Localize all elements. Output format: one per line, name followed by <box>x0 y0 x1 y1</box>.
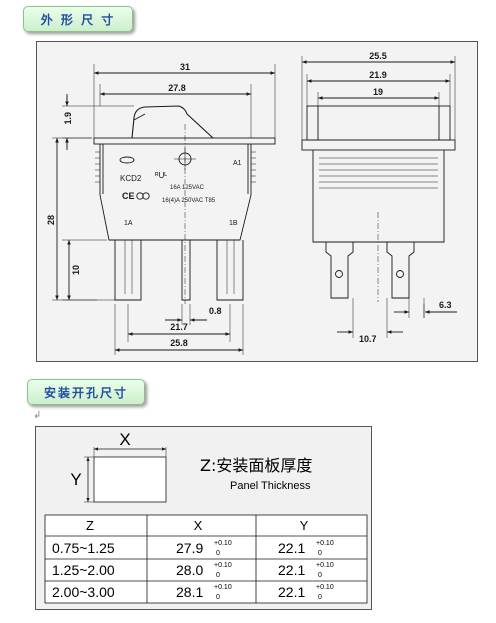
dim-height: 28 <box>46 215 56 225</box>
label-ce: CE <box>122 191 135 201</box>
dim-terminal-width: 6.3 <box>439 300 452 310</box>
label-rating-2: 16(4)A 250VAC T85 <box>162 198 216 204</box>
table-row: 0.75~1.25 27.9 +0.10 0 22.1 +0.10 0 <box>52 540 334 557</box>
section-header-dimensions-label: 外 形 尺 寸 <box>40 12 116 27</box>
table-cell-x-tol-up: +0.10 <box>214 540 232 547</box>
cutout-y-label: Y <box>70 470 81 489</box>
table-cell-x: 27.9 <box>176 540 203 556</box>
dim-outer-width: 25.5 <box>369 51 387 61</box>
cutout-panel: X Y Z:安装面板厚度 Panel Thickness Z X Y 0.75~… <box>35 426 372 610</box>
table-header-z: Z <box>86 518 94 533</box>
table-cell-x: 28.1 <box>176 584 203 600</box>
dim-terminal-length: 10 <box>71 265 81 275</box>
table-cell-x-tol-low: 0 <box>216 594 220 601</box>
section-header-dimensions: 外 形 尺 寸 <box>23 6 133 32</box>
table-row: 1.25~2.00 28.0 +0.10 0 22.1 +0.10 0 <box>52 562 334 579</box>
table-cell-y-tol-up: +0.10 <box>316 562 334 569</box>
table-cell-y-tol-low: 0 <box>318 572 322 579</box>
cutout-x-label: X <box>119 430 130 449</box>
dimension-drawing-panel: 31 27.8 1.9 28 10 0.8 21.7 25.8 A1 KCD2 … <box>36 41 478 362</box>
table-cell-x-tol-low: 0 <box>216 550 220 557</box>
table-cell-z: 1.25~2.00 <box>52 562 115 578</box>
table-cell-y-tol-up: +0.10 <box>316 584 334 591</box>
return-mark: ↲ <box>33 410 42 421</box>
table-cell-x-tol-up: +0.10 <box>214 562 232 569</box>
section-header-cutout-label: 安装开孔尺寸 <box>43 385 128 400</box>
table-cell-y-tol-low: 0 <box>318 550 322 557</box>
dim-terminal-thickness: 0.8 <box>209 306 222 316</box>
table-cell-z: 2.00~3.00 <box>52 584 115 600</box>
label-a1: A1 <box>233 160 242 167</box>
label-terminal-1b: 1B <box>229 220 238 227</box>
dim-base-width: 25.8 <box>170 338 188 348</box>
table-cell-y-tol-low: 0 <box>318 594 322 601</box>
table-header-x: X <box>194 518 203 533</box>
dim-terminal-spacing: 10.7 <box>359 334 377 344</box>
table-cell-z: 0.75~1.25 <box>52 540 115 556</box>
dim-mid-width: 21.9 <box>369 70 387 80</box>
dimension-drawing: 31 27.8 1.9 28 10 0.8 21.7 25.8 A1 KCD2 … <box>46 51 457 355</box>
table-cell-y: 22.1 <box>278 562 305 578</box>
table-cell-x: 28.0 <box>176 562 203 578</box>
table-cell-y: 22.1 <box>278 584 305 600</box>
table-cell-x-tol-low: 0 <box>216 572 220 579</box>
label-rating-1: 16A 125VAC <box>170 185 205 191</box>
table-row: 2.00~3.00 28.1 +0.10 0 22.1 +0.10 0 <box>52 584 334 601</box>
cutout-drawing: X Y Z:安装面板厚度 Panel Thickness Z X Y 0.75~… <box>44 430 368 604</box>
cutout-subtitle: Panel Thickness <box>230 480 311 492</box>
cutout-title: Z:安装面板厚度 <box>200 456 312 475</box>
label-model: KCD2 <box>120 174 142 183</box>
table-cell-x-tol-up: +0.10 <box>214 584 232 591</box>
dim-rocker-height: 1.9 <box>63 112 73 125</box>
dim-total-width: 31 <box>180 62 190 72</box>
table-header-y: Y <box>300 518 309 533</box>
label-terminal-1a: 1A <box>124 220 133 227</box>
dim-terminal-pitch: 21.7 <box>170 322 188 332</box>
dim-body-width: 27.8 <box>168 83 186 93</box>
table-cell-y-tol-up: +0.10 <box>316 540 334 547</box>
label-ul: ᴿUᴸ <box>155 171 167 180</box>
section-header-cutout: 安装开孔尺寸 <box>27 379 145 405</box>
table-cell-y: 22.1 <box>278 540 305 556</box>
dim-inner-width: 19 <box>373 87 383 97</box>
